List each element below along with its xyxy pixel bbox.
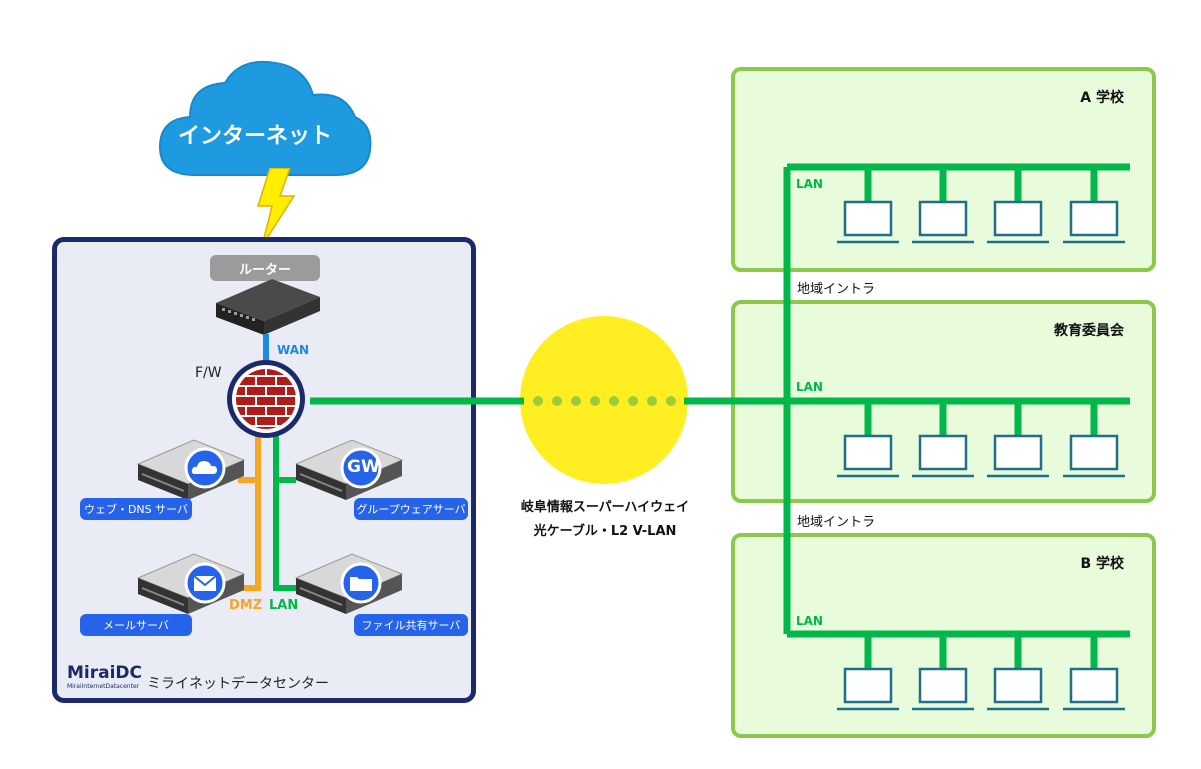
school-b-drops: [864, 634, 1098, 669]
logo-subtitle: MiraiInternetDatacenter: [67, 683, 140, 690]
mail-server-label: メールサーバ: [80, 614, 192, 636]
school-a-title: A 学校: [1080, 90, 1124, 106]
dc-lan-label: LAN: [269, 598, 299, 613]
router-label: ルーター: [210, 255, 320, 281]
board-lan-label: LAN: [796, 380, 823, 394]
laptop-icon: [837, 200, 1125, 244]
board-title: 教育委員会: [1054, 323, 1124, 339]
highway-label-line2: 光ケーブル・L2 V-LAN: [533, 524, 677, 539]
groupware-server-label: グループウェアサーバ: [354, 498, 468, 520]
firewall-icon: [227, 360, 305, 438]
router-icon: [216, 279, 320, 335]
school-b-title: B 学校: [1080, 556, 1124, 572]
school-a-drops: [864, 167, 1098, 202]
file-server-label: ファイル共有サーバ: [354, 614, 468, 636]
lightning-icon: [256, 168, 296, 247]
internet-label: インターネット: [178, 124, 333, 149]
wan-label: WAN: [277, 343, 310, 357]
highway-circle: [520, 316, 688, 484]
web-server-label: ウェブ・DNS サーバ: [80, 498, 192, 520]
laptop-icon: [837, 434, 1125, 478]
intranet-label-1: 地域イントラ: [797, 282, 876, 297]
board-drops: [864, 401, 1098, 436]
intranet-label-2: 地域イントラ: [797, 515, 876, 530]
school-a-lan-label: LAN: [796, 177, 823, 191]
fw-label: F/W: [195, 365, 222, 381]
highway-label-line1: 岐阜情報スーパーハイウェイ: [520, 500, 690, 515]
highway-dots: [533, 396, 676, 406]
dmz-link: [238, 430, 261, 591]
datacenter-name: ミライネットデータセンター: [147, 676, 329, 692]
dmz-label: DMZ: [229, 598, 263, 613]
internet-cloud: [158, 61, 372, 176]
gw-icon-text: GW: [347, 457, 380, 477]
folder-icon: [340, 562, 382, 604]
mail-icon: [184, 562, 226, 604]
school-b-lan-label: LAN: [796, 614, 823, 628]
cloud-icon: [184, 447, 226, 489]
logo: MiraiDC: [67, 663, 143, 683]
gw-icon: [340, 447, 382, 489]
dc-lan-link: [273, 430, 296, 591]
laptop-icon: [837, 667, 1125, 711]
